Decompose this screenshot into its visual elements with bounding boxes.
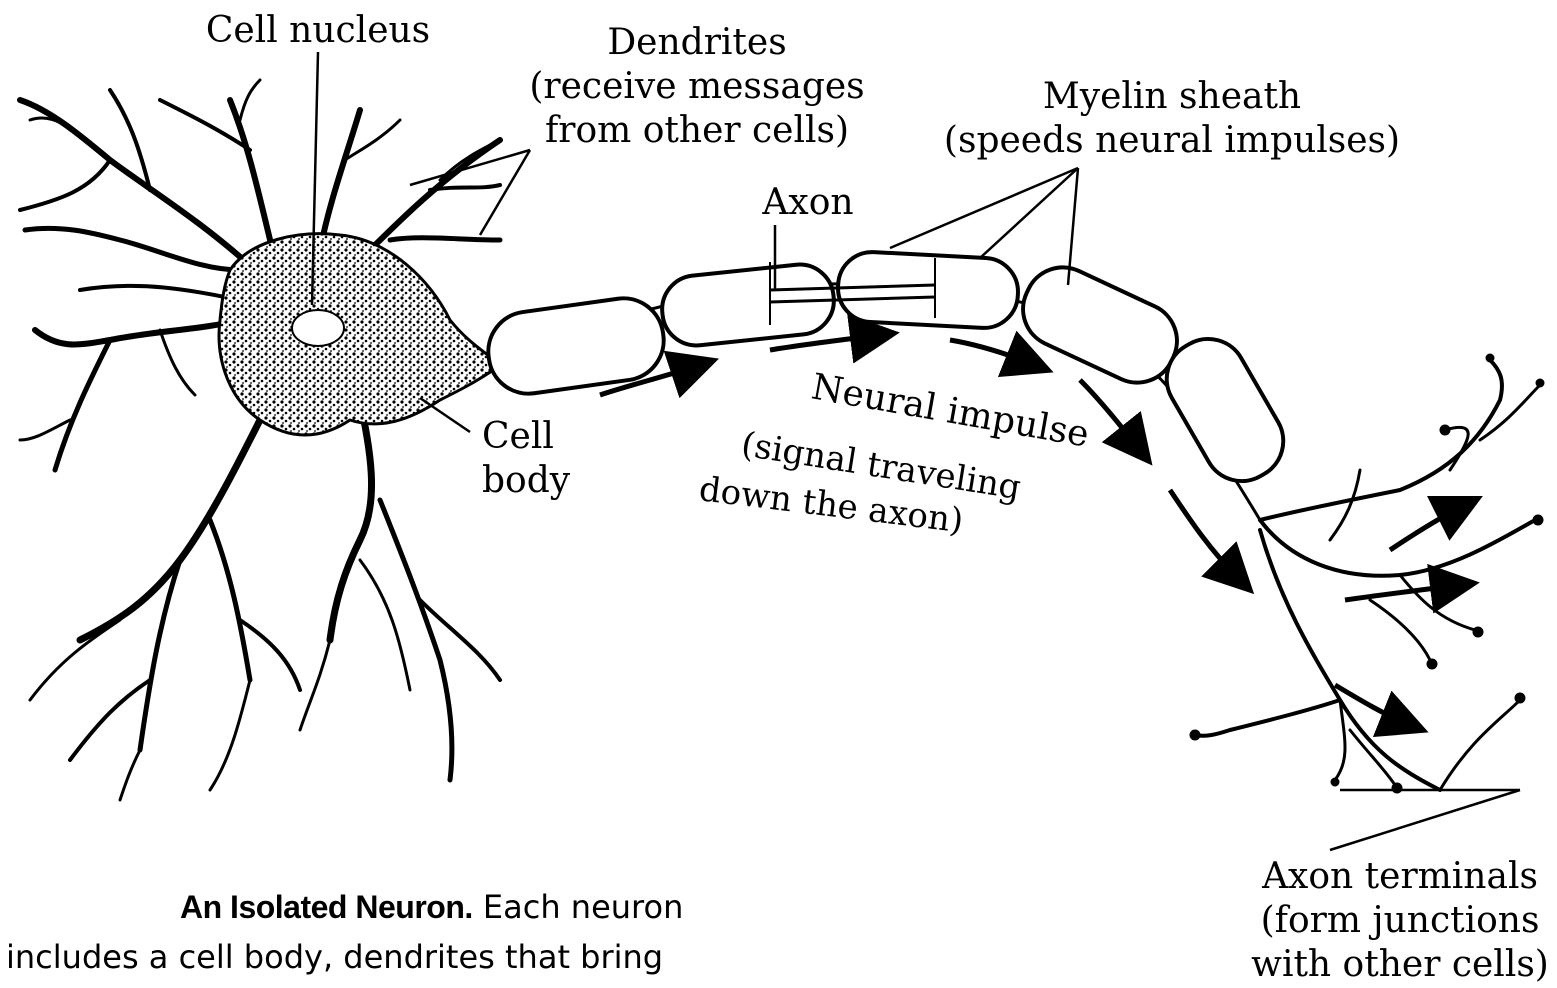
label-cell-body-1: Cell	[482, 416, 554, 458]
label-dendrites: Dendrites	[607, 22, 786, 64]
label-cell-body-2: body	[482, 460, 570, 502]
caption-line1-rest: Each neuron	[483, 888, 683, 926]
caption-line-1: An Isolated Neuron. Each neuron	[180, 888, 683, 926]
label-myelin-note: (speeds neural impulses)	[944, 120, 1400, 162]
label-axon-terminals-note-2: with other cells)	[1251, 944, 1549, 986]
terminal-arrows	[1335, 505, 1465, 725]
label-cell-nucleus: Cell nucleus	[206, 10, 430, 52]
dendrites	[20, 80, 500, 800]
label-myelin: Myelin sheath	[1043, 76, 1301, 118]
label-axon-terminals: Axon terminals	[1262, 856, 1538, 898]
label-dendrites-note-2: from other cells)	[545, 110, 849, 152]
caption-title: An Isolated Neuron.	[180, 889, 473, 925]
caption-line-2: includes a cell body, dendrites that bri…	[6, 938, 663, 976]
label-axon-terminals-note-1: (form junctions	[1261, 900, 1540, 942]
label-dendrites-note-1: (receive messages	[529, 66, 864, 108]
cell-nucleus	[292, 310, 344, 346]
cell-body	[219, 234, 500, 435]
label-axon: Axon	[762, 182, 853, 224]
